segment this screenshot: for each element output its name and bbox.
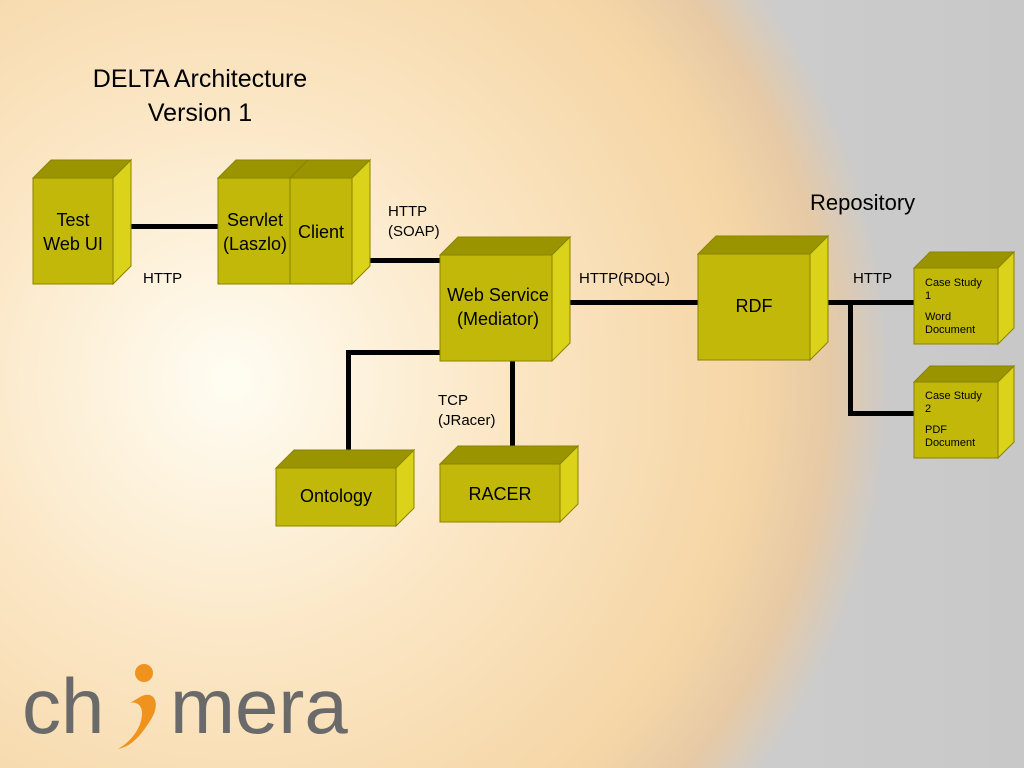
logo-text-left: ch [22,662,104,750]
node-ontology-label: Ontology [299,486,373,506]
node-case-study-1: Case Study 1 Word Document [912,250,1016,346]
node-client-label: Client [297,222,345,242]
node-web-service-label: Web Service (Mediator) [447,285,549,329]
node-case-study-2: Case Study 2 PDF Document [912,364,1016,460]
node-rdf: RDF [696,234,830,362]
label-http-rdql: HTTP(RDQL) [579,270,670,287]
logo-text-right: mera [170,662,348,750]
node-client: Client [288,158,372,286]
connector-ws-rdf [560,300,698,305]
diagram-title-line2: Version 1 [147,99,253,127]
case-study-1-title: Case Study 1 [925,277,982,302]
connector-ws-racer [510,360,515,448]
diagram-title-line1: DELTA Architecture [92,65,308,93]
connector-ws-ontology-h [346,350,440,355]
connector-repo-vertical [848,300,853,416]
node-racer: RACER [438,444,580,524]
case-study-2-doc-type: PDF Document [925,424,976,449]
case-study-2-title: Case Study 2 [925,390,982,415]
label-tcp-jracer: TCP (JRacer) [438,392,496,429]
node-ontology: Ontology [274,448,416,528]
connector-ui-servlet [130,224,220,229]
node-racer-label: RACER [468,484,532,504]
diagram-title: DELTA Architecture Version 1 [60,62,340,130]
label-http-soap: HTTP (SOAP) [388,203,440,240]
connector-ws-ontology-v [346,350,351,452]
node-web-service-mediator: Web Service (Mediator) [438,235,580,363]
label-http-ui-servlet: HTTP [143,270,183,287]
case-study-1-doc-type: Word Document [925,311,976,336]
node-servlet-laszlo: Servlet (Laszlo) [216,159,310,285]
label-http-repo: HTTP [853,270,893,287]
repository-label: Repository [810,190,916,215]
connector-rdf-repo [818,300,916,305]
chimera-logo: ch mera [22,655,382,755]
node-test-web-ui: Test Web UI [31,158,133,286]
connector-client-ws [360,258,440,263]
chimera-swoosh-i-icon [118,664,156,749]
connector-repo-case2 [848,411,916,416]
node-rdf-label: RDF [735,296,773,316]
node-servlet-label: Servlet (Laszlo) [222,210,288,254]
node-test-web-ui-label: Test Web UI [43,210,103,254]
